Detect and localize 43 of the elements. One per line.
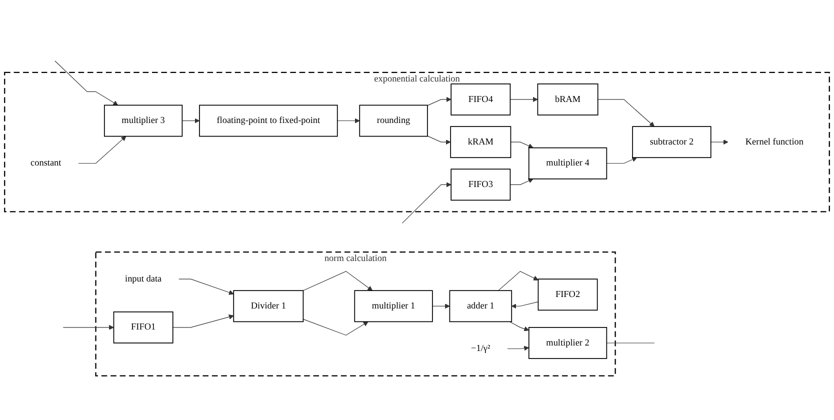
node-box: multiplier 4 (528, 148, 608, 180)
node-box: FIFO1 (113, 312, 174, 344)
arrow (510, 178, 534, 186)
node-box: adder 1 (449, 290, 512, 322)
arrow (507, 346, 530, 352)
arrow (710, 140, 728, 145)
arrow (606, 157, 638, 164)
node-box: multiplier 1 (354, 290, 433, 322)
node-box: FIFO4 (450, 84, 511, 116)
arrow (427, 136, 451, 145)
node-box: kRAM (450, 126, 512, 158)
node-box: bRAM (537, 84, 598, 116)
arrow (498, 271, 538, 292)
arrow (337, 118, 360, 124)
node-box: FIFO2 (538, 278, 598, 311)
node-text: −1/γ² (471, 344, 490, 354)
node-text: constant (30, 158, 62, 168)
arrow (511, 302, 538, 309)
node-box: subtractor 2 (632, 126, 712, 158)
node-box: FIFO3 (450, 168, 511, 201)
node-box: multiplier 3 (104, 105, 183, 138)
arrow (510, 97, 538, 102)
arrow (178, 279, 234, 296)
arrow (172, 314, 234, 328)
node-text: Kernel function (745, 137, 804, 147)
arrow (598, 99, 655, 128)
arrow (432, 304, 450, 309)
arrow (509, 322, 530, 332)
arrow (302, 271, 373, 292)
arrow (62, 325, 114, 330)
arrow (54, 60, 118, 106)
arrow (78, 136, 126, 164)
arrow (510, 142, 534, 149)
arrow (427, 97, 452, 106)
node-box: rounding (359, 105, 428, 138)
node-text: input data (125, 274, 162, 284)
node-box: Divider 1 (233, 290, 304, 322)
arrow (182, 118, 200, 124)
connector (606, 343, 655, 344)
arrow (302, 319, 368, 336)
node-box: floating-point to fixed-point (199, 105, 338, 138)
node-box: multiplier 2 (528, 327, 608, 360)
arrow (402, 182, 452, 224)
